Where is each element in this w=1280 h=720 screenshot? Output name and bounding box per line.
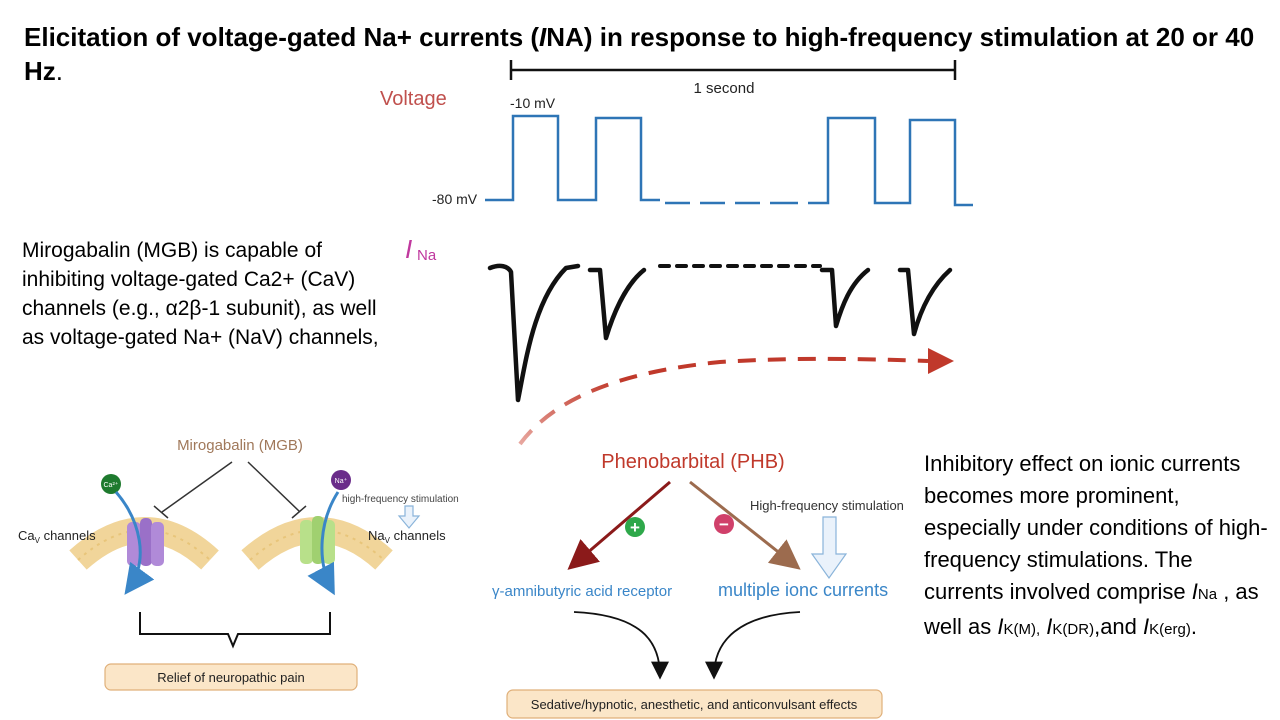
v-high-label: -10 mV — [510, 95, 556, 111]
rp-na-sub: Na — [1197, 586, 1218, 603]
phb-hfs-label: High-frequency stimulation — [750, 498, 904, 513]
ca-ion-icon — [101, 474, 121, 494]
rp-km-sub: K(M), — [1003, 621, 1041, 638]
title-period: . — [55, 56, 64, 86]
gaba-receptor-label: γ-amnibutyric acid receptor — [492, 583, 672, 600]
mgb-description: Mirogabalin (MGB) is capable of inhibiti… — [22, 239, 379, 349]
mgb-drug-label: Mirogabalin (MGB) — [177, 437, 303, 454]
v-low-label: -80 mV — [432, 191, 478, 207]
trend-arrowhead — [928, 348, 954, 374]
rp-i-kdr-letter: I — [1046, 614, 1053, 639]
scale-bar — [509, 60, 957, 80]
na-ion-icon — [331, 470, 351, 490]
ionic-outcome-arrow — [705, 611, 801, 680]
ionic-currents-label: multiple ionc currents — [718, 580, 888, 600]
phb-activate-arrow — [567, 480, 671, 570]
cav-channels-label: CaV channels — [18, 528, 96, 545]
mgb-outcome-label: Relief of neuropathic pain — [157, 670, 304, 685]
rp-kdr-sub: K(DR) — [1052, 621, 1095, 638]
phb-outcome-box — [506, 689, 883, 719]
cav-channel-icon — [127, 518, 164, 566]
ina-trace — [487, 263, 953, 403]
phb-outcome-label: Sedative/hypnotic, anesthetic, and antic… — [531, 697, 858, 712]
voltage-label: Voltage — [380, 88, 447, 110]
rp-intro: Inhibitory effect on ionic currents beco… — [924, 451, 1268, 604]
ca-badge-label: Ca²⁺ — [104, 481, 119, 489]
plus-sign: + — [630, 518, 640, 537]
inhibitory-effect-description: Inhibitory effect on ionic currents beco… — [924, 448, 1276, 646]
gaba-outcome-arrow — [573, 611, 669, 680]
title-text-inside: NA) in response to high-frequency stimul… — [24, 22, 1255, 86]
minus-sign: − — [719, 515, 729, 534]
slide-title: Elicitation of voltage-gated Na+ current… — [24, 20, 1274, 88]
mgb-inhibit-nav-line — [247, 461, 301, 513]
ina-label-sub: Na — [417, 247, 437, 264]
nav-channels-label: NaV channels — [368, 528, 446, 545]
plus-icon — [625, 517, 645, 537]
mgb-hfs-arrow-icon — [397, 505, 421, 529]
mgb-hfs-label: high-frequency stimulation — [342, 494, 459, 505]
ina-label-i: I — [405, 234, 412, 264]
phb-hfs-arrow-icon — [810, 516, 848, 580]
na-badge-label: Na⁺ — [335, 477, 348, 485]
mgb-outcome-box — [104, 663, 358, 691]
trend-arrow — [518, 356, 929, 446]
phb-inhibit-arrow — [689, 480, 801, 570]
rp-i-kerg-letter: I — [1143, 614, 1150, 639]
title-text-before: Elicitation of voltage-gated Na+ current… — [24, 22, 540, 52]
rp-mid: , as well as — [924, 579, 1259, 639]
nav-channel-icon — [300, 516, 335, 564]
rp-i-km-letter: I — [997, 614, 1004, 639]
phb-drug-label: Phenobarbital (PHB) — [601, 451, 784, 473]
mgb-inhibit-cav-line — [161, 461, 233, 513]
scale-bar-label: 1 second — [694, 80, 755, 97]
mgb-bracket — [139, 612, 331, 649]
ca-flow-arrow — [114, 491, 155, 595]
voltage-trace — [485, 114, 973, 207]
na-flow-arrow — [307, 491, 340, 596]
minus-icon — [714, 514, 734, 534]
title-italic-i: I — [539, 22, 547, 52]
rp-i-na-letter: I — [1191, 579, 1198, 604]
rp-and: ,and — [1094, 614, 1144, 639]
rp-end: . — [1190, 614, 1197, 639]
rp-kerg-sub: K(erg) — [1149, 621, 1191, 638]
